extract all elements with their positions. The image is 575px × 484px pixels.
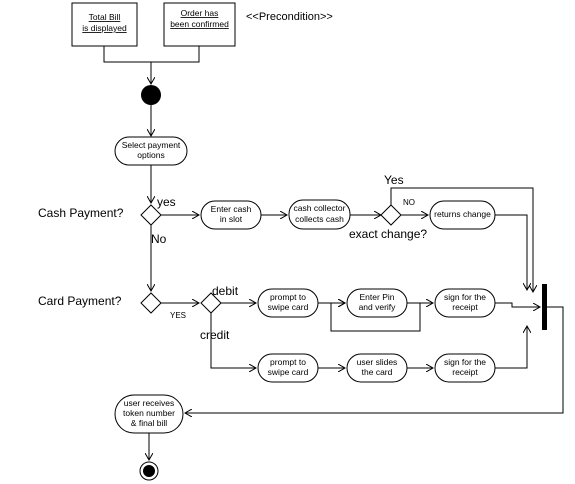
activity-user-slides: user slides the card (346, 353, 408, 383)
label-yes-exact: Yes (384, 173, 404, 187)
user-receives-line1: user receives (124, 398, 175, 408)
enter-pin-line2: and verify (359, 302, 397, 312)
label-no-cash: No (151, 232, 167, 246)
enter-pin-line1: Enter Pin (360, 292, 395, 302)
prompt-debit-line1: prompt to (270, 292, 306, 302)
prompt-credit-line2: swipe card (268, 367, 309, 377)
enter-cash-line1: Enter cash (211, 204, 252, 214)
edge-join-final (185, 306, 564, 413)
precondition-total-bill-line2: is displayed (82, 23, 127, 33)
join-bar (542, 284, 547, 330)
activity-user-receives: user receives token number & final bill (114, 394, 184, 434)
edge-sign-credit-join (495, 326, 527, 369)
prompt-credit-line1: prompt to (270, 357, 306, 367)
activity-enter-cash: Enter cash in slot (200, 200, 262, 230)
select-payment-line2: options (137, 150, 164, 160)
enter-cash-line2: in slot (220, 214, 243, 224)
activity-sign-receipt-credit: sign for the receipt (434, 353, 496, 383)
label-no-exact: NO (403, 198, 415, 207)
edge-exact-yes (390, 187, 533, 292)
label-exact-change: exact change? (349, 227, 427, 241)
decision-exact-change (380, 204, 402, 226)
precondition-order-confirmed: Order has been confirmed (163, 2, 236, 47)
precondition-order-line1: Order has (181, 8, 219, 18)
activity-collector: cash collector collects cash (288, 199, 351, 230)
user-receives-line2: token number (123, 408, 175, 418)
edge-returns-join (495, 214, 527, 290)
sign-credit-line1: sign for the (444, 357, 486, 367)
activity-select-payment: Select payment options (114, 136, 188, 166)
user-slides-line1: user slides (357, 357, 398, 367)
activity-prompt-swipe-credit: prompt to swipe card (257, 353, 319, 383)
precondition-total-bill-line1: Total Bill (89, 12, 121, 22)
label-cash-payment: Cash Payment? (38, 206, 124, 220)
precondition-connector (103, 46, 200, 63)
label-yes-card: YES (170, 311, 186, 320)
sign-credit-line2: receipt (452, 367, 478, 377)
user-receives-line3: & final bill (131, 418, 167, 428)
user-slides-line2: the card (362, 367, 393, 377)
returns-change-line1: returns change (434, 209, 491, 219)
sign-debit-line2: receipt (452, 302, 478, 312)
collector-line2: collects cash (295, 214, 344, 224)
final-node (139, 461, 159, 481)
precondition-total-bill: Total Bill is displayed (71, 2, 138, 47)
decision-card (140, 292, 162, 314)
activity-sign-receipt-debit: sign for the receipt (434, 288, 496, 318)
select-payment-line1: Select payment (122, 140, 181, 150)
activity-prompt-swipe-debit: prompt to swipe card (257, 288, 319, 318)
edge-sign-debit-join (495, 302, 540, 307)
precondition-order-line2: been confirmed (170, 19, 229, 29)
edge-credit (210, 313, 256, 368)
precondition-stereotype: <<Precondition>> (246, 11, 333, 23)
label-yes-cash: yes (157, 195, 176, 209)
activity-enter-pin: Enter Pin and verify (346, 288, 408, 318)
prompt-debit-line2: swipe card (268, 302, 309, 312)
initial-node (141, 85, 161, 105)
activity-returns-change: returns change (429, 200, 496, 230)
label-card-payment: Card Payment? (38, 294, 122, 308)
label-debit: debit (212, 284, 239, 298)
sign-debit-line1: sign for the (444, 292, 486, 302)
collector-line1: cash collector (294, 203, 346, 213)
label-credit: credit (200, 328, 230, 342)
